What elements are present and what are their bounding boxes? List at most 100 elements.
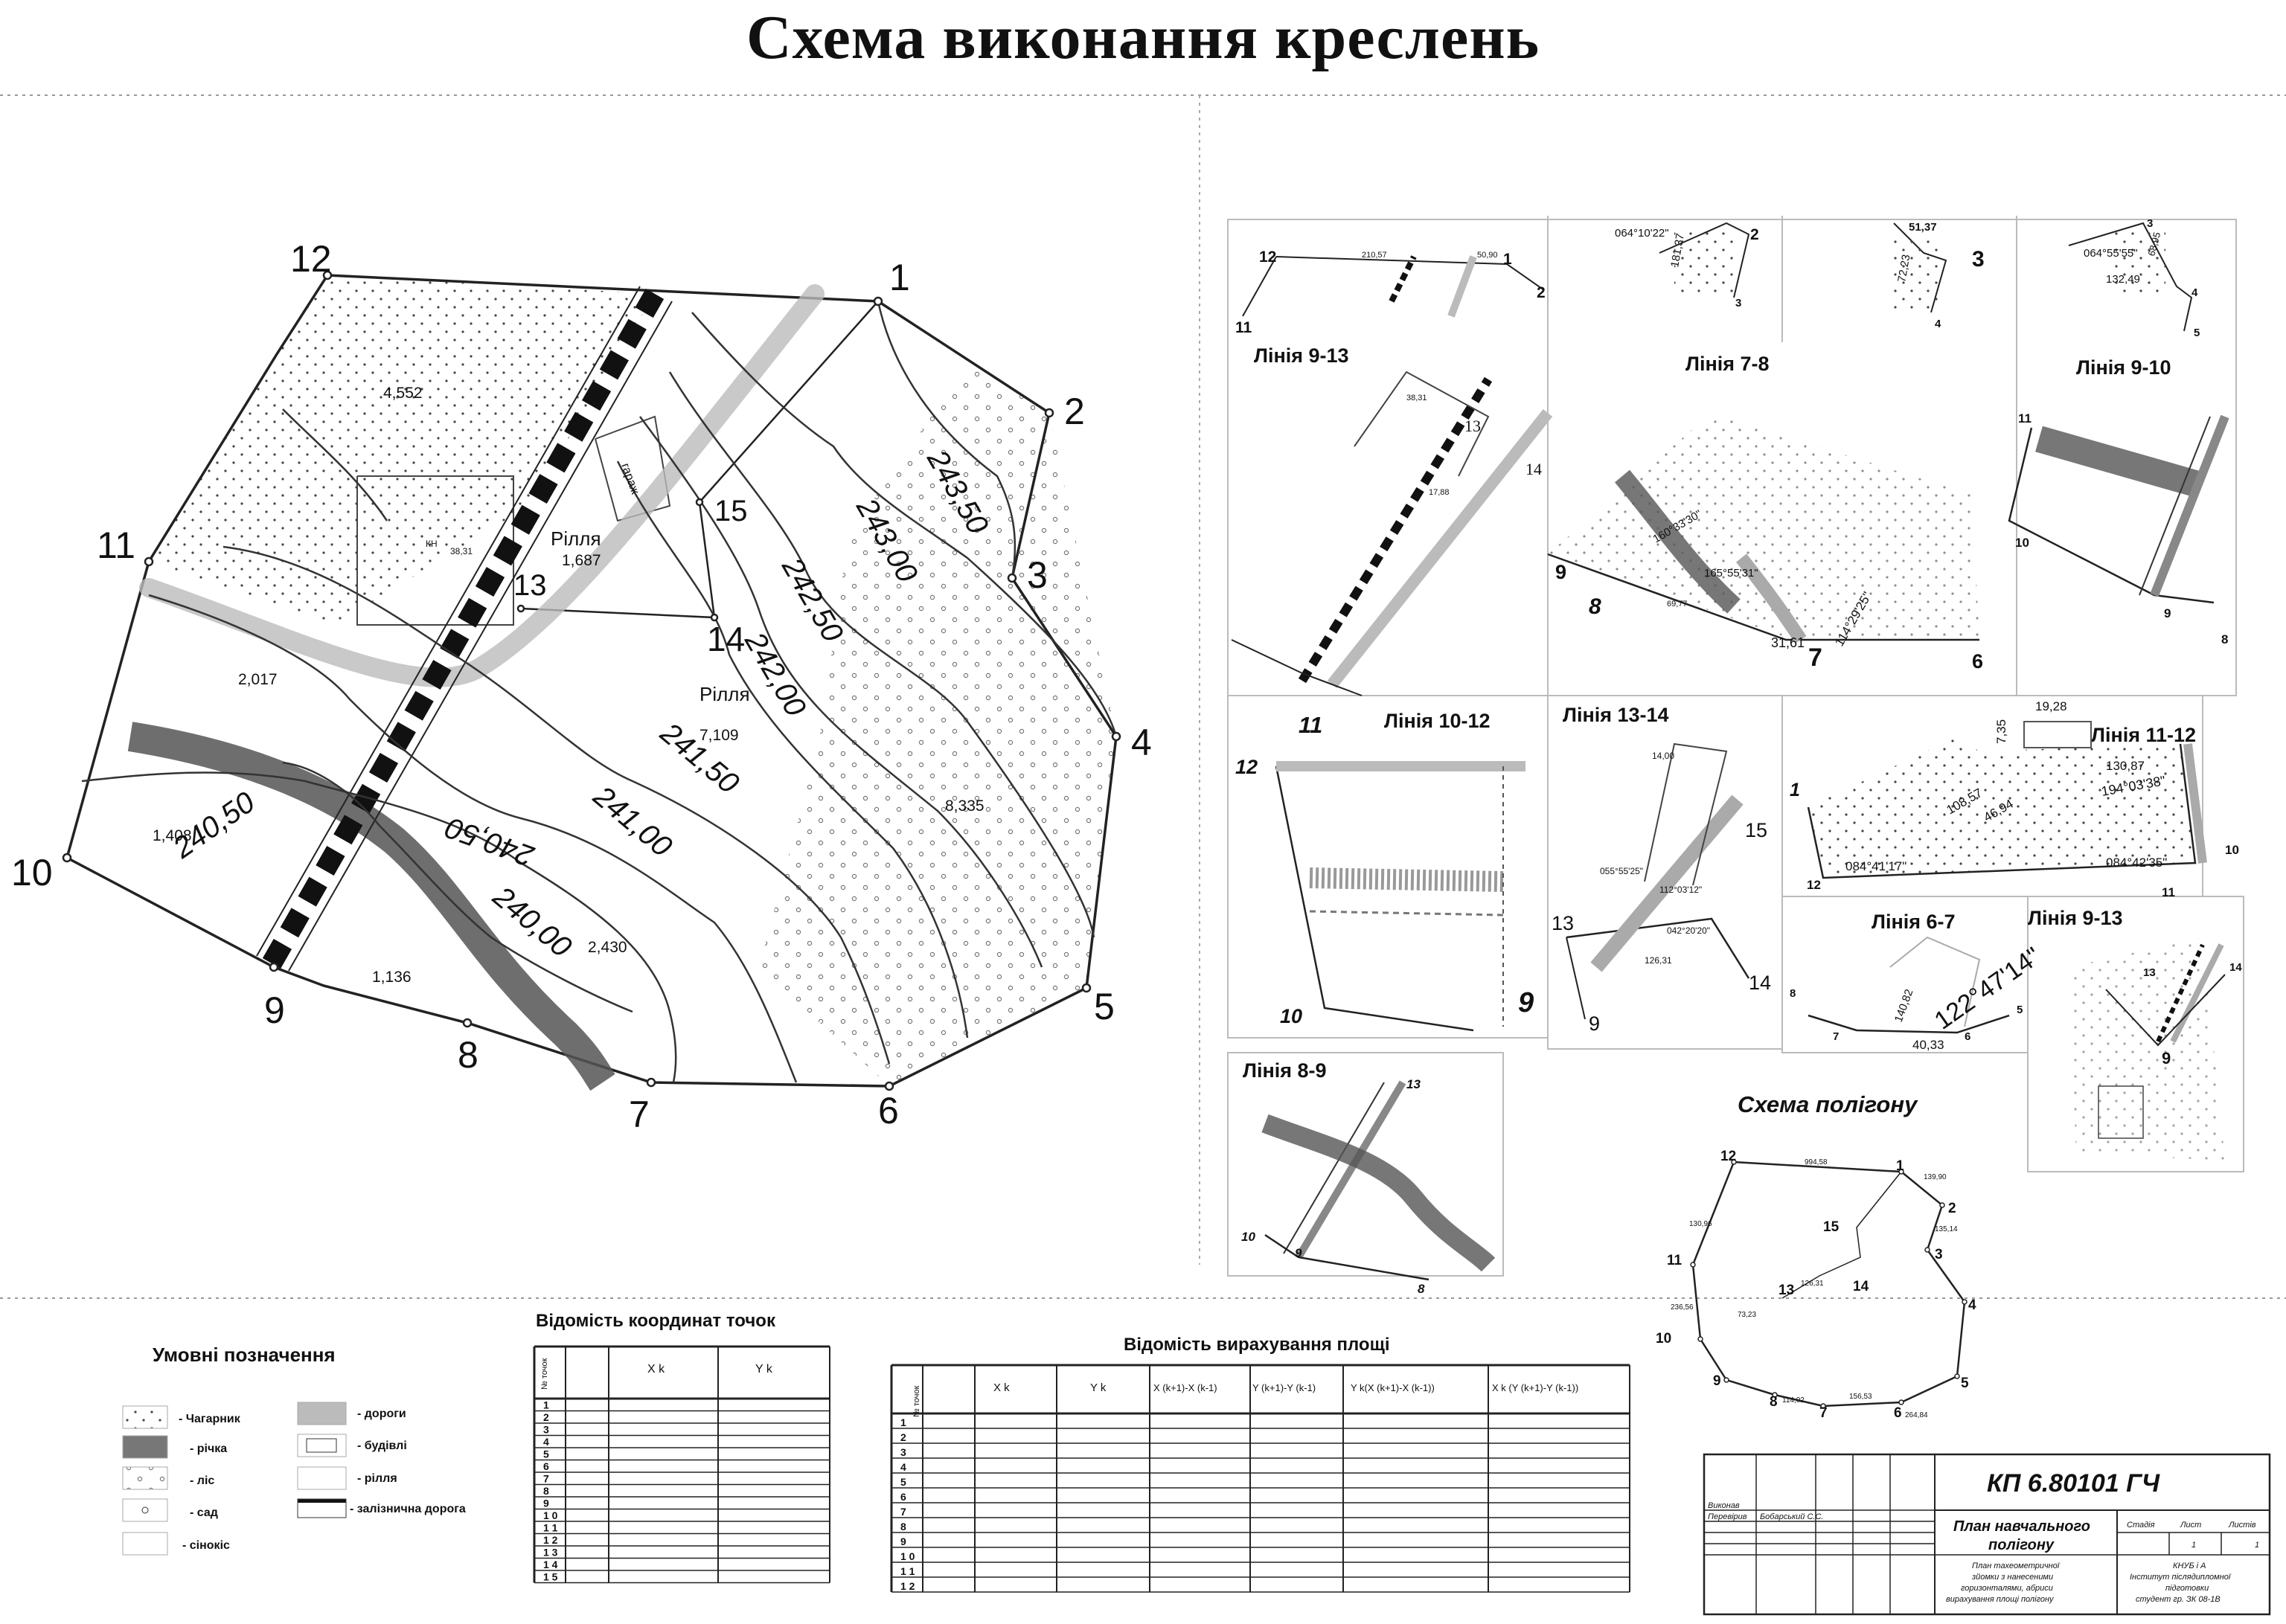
contours xyxy=(81,301,1118,1083)
sketch-label: 11 xyxy=(1299,712,1322,738)
coords-table-header: X k xyxy=(647,1363,665,1376)
sketch-label: 13 xyxy=(1552,912,1574,934)
polygon-station: 13 xyxy=(1778,1283,1794,1298)
area-value: 8,335 xyxy=(945,797,984,815)
area-table-header: X k (Y (k+1)-Y (k-1)) xyxy=(1492,1382,1578,1393)
contour-label: 241,00 xyxy=(586,780,678,864)
sketch-value: 132,49 xyxy=(2106,273,2140,286)
sketch-label: 14 xyxy=(1525,460,1542,478)
panel-title: Лінія 8-9 xyxy=(1243,1059,1327,1082)
station-label: 6 xyxy=(878,1090,899,1132)
sketch-label: 13 xyxy=(1406,1077,1421,1091)
area-value: 1,136 xyxy=(372,969,412,986)
sketch-label: 4 xyxy=(1935,318,1941,330)
polygon-station: 8 xyxy=(1770,1394,1778,1410)
polygon-station: 14 xyxy=(1853,1279,1869,1294)
sketch-label: 10 xyxy=(2015,536,2029,550)
polygon-station: 12 xyxy=(1720,1149,1736,1164)
sketch-value: 140,82 xyxy=(1892,987,1916,1024)
polygon-station: 6 xyxy=(1894,1405,1902,1421)
contour-label: 240,50 xyxy=(167,786,260,865)
table-row-number: 1 xyxy=(900,1416,906,1428)
station-label: 9 xyxy=(264,989,285,1031)
polygon-station: 15 xyxy=(1823,1219,1840,1235)
polygon-scheme: 12 1 2 3 4 5 6 7 8 9 10 11 13 14 15 994,… xyxy=(1656,1149,1976,1421)
building-number: 38,31 xyxy=(450,546,473,556)
station-label: 11 xyxy=(97,524,135,566)
area-table-header: Y k(X (k+1)-X (k-1)) xyxy=(1351,1382,1435,1393)
main-plan: 243,50 243,00 242,50 242,00 241,50 241,0… xyxy=(11,238,1152,1135)
table-row-number: 5 xyxy=(900,1476,906,1488)
garden-area-east xyxy=(759,365,1116,1086)
table-row-number: 8 xyxy=(543,1485,549,1497)
sketch-label: 7 xyxy=(1808,643,1822,672)
sketch-value: 210,57 xyxy=(1362,251,1387,260)
title-block: КП 6.80101 ГЧ План навчального полігону … xyxy=(1703,1453,2271,1616)
panel-title: Лінія 9-13 xyxy=(1254,344,1349,367)
sketch-label: 3 xyxy=(1735,297,1741,309)
polygon-value: 130,96 xyxy=(1689,1220,1712,1228)
polygon-station: 11 xyxy=(1667,1253,1683,1268)
stamp-org: підготовки xyxy=(2165,1584,2209,1593)
sketch-label: 12 xyxy=(1259,248,1276,266)
station-label: 12 xyxy=(290,238,332,280)
panel-line-9-10: 11 10 9 8 xyxy=(2008,411,2229,646)
table-row-number: 4 xyxy=(900,1461,906,1473)
panel-line-6-7: 8 7 6 5 40,33 140,82 122°47'14" xyxy=(1790,936,2046,1052)
sketch-label: 7 xyxy=(1833,1030,1839,1043)
panel-line-8-9: 13 10 9 8 xyxy=(1241,1077,1496,1296)
polygon-station: 1 xyxy=(1896,1158,1904,1174)
coords-table-title: Відомість координат точок xyxy=(536,1311,776,1331)
drawing-description: горизонталями, абриси xyxy=(1961,1584,2053,1593)
table-row-number: 7 xyxy=(543,1473,549,1485)
panel-title: Лінія 10-12 xyxy=(1384,710,1491,732)
sketch-value: 69,77 xyxy=(1667,600,1688,609)
railway-edge-a xyxy=(256,286,641,957)
stamp-sheets-no: 1 xyxy=(2255,1541,2259,1550)
polygon-value: 126,31 xyxy=(1801,1280,1824,1288)
building-outline xyxy=(356,475,514,626)
legend-item: - ліс xyxy=(190,1474,214,1487)
table-row-number: 2 xyxy=(900,1431,906,1443)
coords-table: Відомість координат точок № точок X k Y … xyxy=(533,1311,830,1584)
table-row-number: 1 xyxy=(543,1399,549,1411)
sketch-value: 51,37 xyxy=(1909,221,1937,234)
legend-item: - рілля xyxy=(357,1472,397,1485)
sketch-label: 13 xyxy=(1464,417,1481,435)
stamp-org: студент гр. ЗК 08-1В xyxy=(2136,1595,2221,1604)
table-row-number: 3 xyxy=(900,1446,906,1458)
sketch-value: 14,00 xyxy=(1652,751,1674,761)
legend: Умовні позначення - Чагарник - дороги - … xyxy=(122,1344,466,1556)
table-row-number: 1 2 xyxy=(900,1580,915,1592)
line-15-1 xyxy=(699,301,879,503)
contour-label: 242,00 xyxy=(738,626,813,722)
table-row-number: 4 xyxy=(543,1436,549,1448)
panel-title: Лінія 11-12 xyxy=(2091,724,2196,746)
panel-line-11-12: 1 12 10 11 19,28 7,35 130,87 194°03'38" … xyxy=(1790,699,2239,899)
arable-label: Рілля xyxy=(699,683,750,705)
road xyxy=(139,284,825,687)
sketch-value: 084°42'35" xyxy=(2106,856,2167,870)
panel-line-7-8: 9 8 7 6 31,61 114°29'25" 165°55'31" 160°… xyxy=(1547,413,1983,673)
sketch-value: 084°41'17" xyxy=(1845,859,1906,873)
area-value: 4,552 xyxy=(383,385,423,402)
sketch-value: 38,31 xyxy=(1406,394,1427,402)
panel-line-13-14: 13 14 15 9 14,00 126,31 055°55'25" 112°0… xyxy=(1552,742,1771,1035)
sketch-label: 3 xyxy=(2147,217,2153,230)
station-label: 3 xyxy=(1027,554,1048,596)
sketch-label: 1 xyxy=(1790,780,1800,800)
sketch-value: 064°55'55" xyxy=(2084,247,2138,260)
sketch-label: 14 xyxy=(2229,961,2242,974)
sketch-value: 126,31 xyxy=(1645,955,1672,966)
sketch-label: 6 xyxy=(1972,650,1983,673)
panel-title: Лінія 13-14 xyxy=(1563,704,1669,726)
polygon-station: 10 xyxy=(1656,1331,1671,1347)
stamp-sheets: Листів xyxy=(2228,1521,2256,1530)
aux-point-label: 14 xyxy=(707,620,745,658)
sketch-value: 064°10'22" xyxy=(1615,227,1669,240)
drawing-code: КП 6.80101 ГЧ xyxy=(1987,1469,2160,1498)
area-value: 1,408 xyxy=(153,827,192,844)
legend-item: - дороги xyxy=(357,1408,406,1420)
station-label: 2 xyxy=(1064,391,1085,432)
